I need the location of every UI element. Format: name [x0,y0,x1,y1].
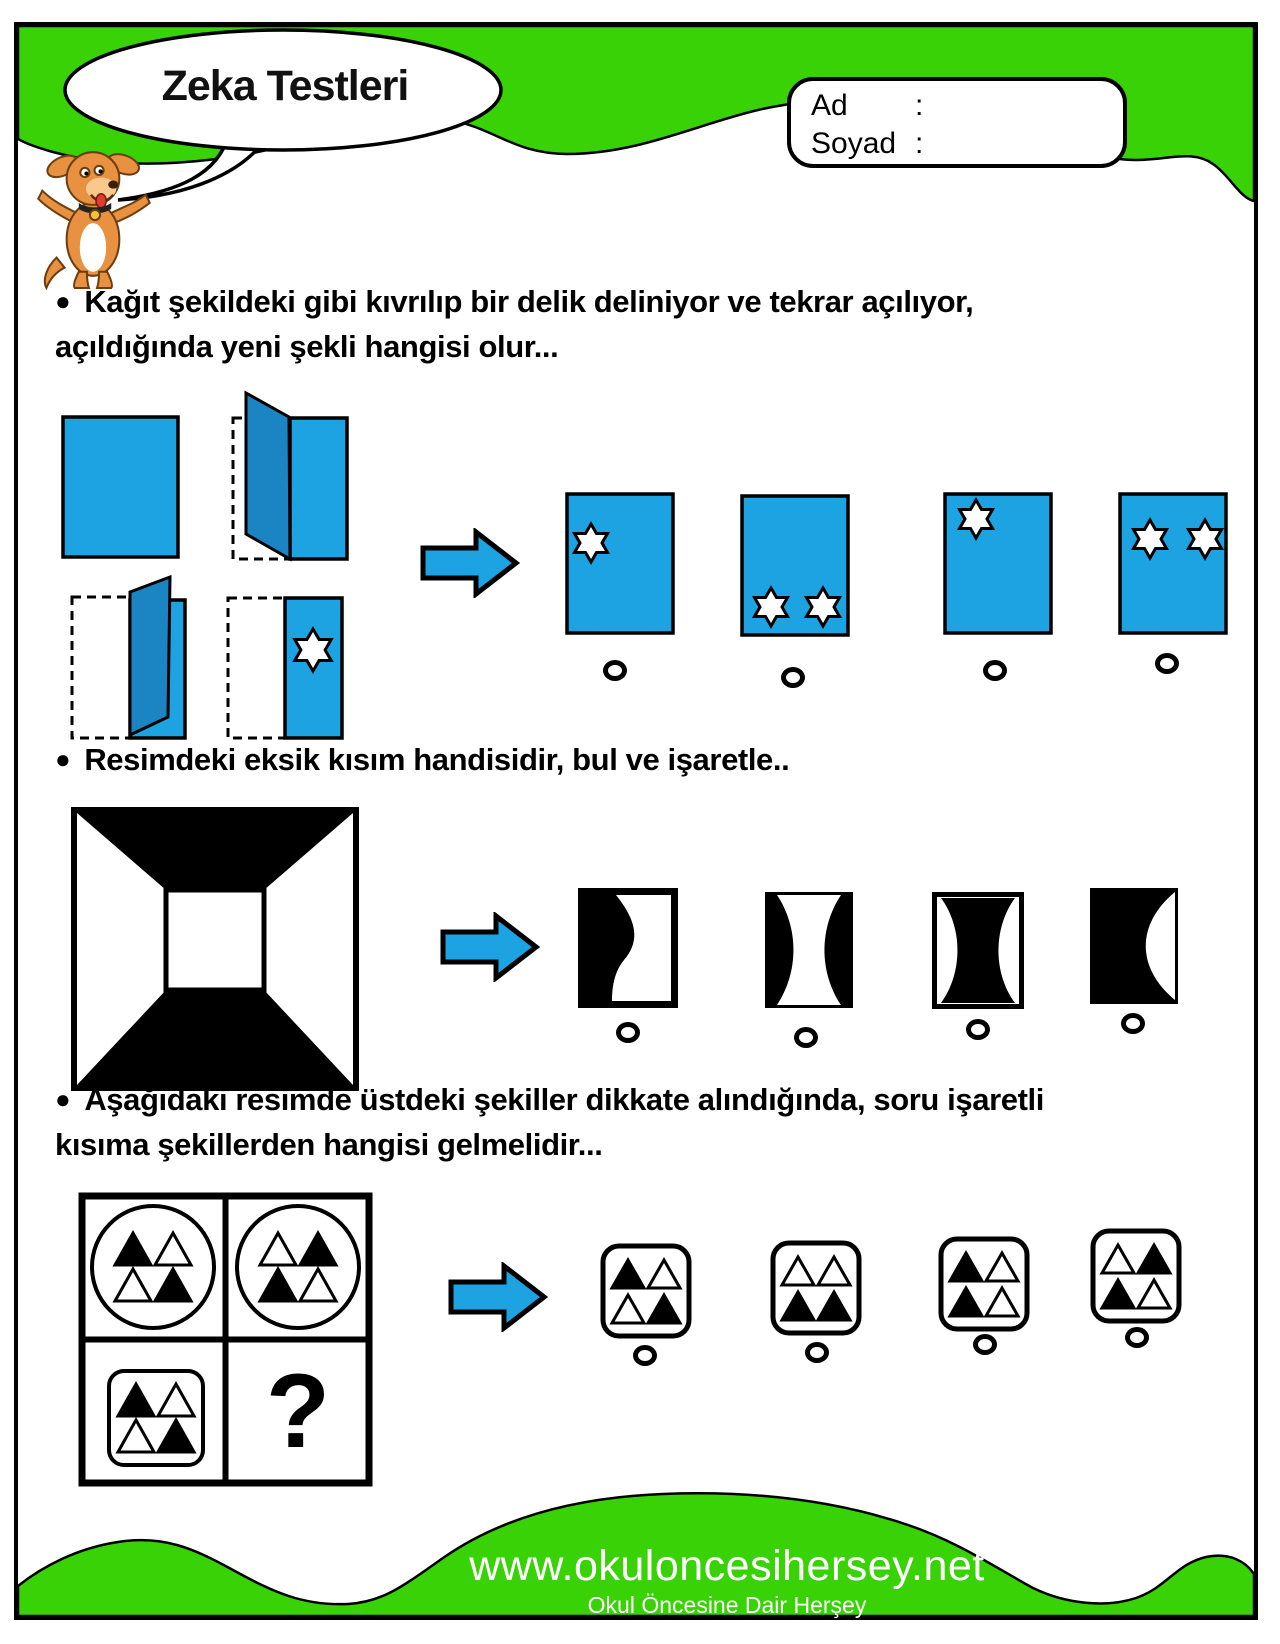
grid-question-mark: ? [266,1353,330,1470]
q3-arrow-icon [448,1262,548,1332]
q3-option-b[interactable] [770,1240,862,1336]
grid-cell-circle-2 [235,1204,361,1330]
grid-cell-3-triangles [115,1380,197,1454]
q2-option-d[interactable] [1088,886,1180,1006]
q1-answer-bubble-c[interactable] [983,660,1007,681]
q2-bullet: ● [55,744,71,774]
speech-bubble-tail [117,134,269,202]
fold-step-3-closing [70,574,187,740]
q1-option-a[interactable] [565,492,675,635]
surname-colon: : [915,127,924,160]
q3-pattern-grid: ? [78,1192,373,1487]
name-input-area[interactable] [923,91,1123,121]
q1-text-line2: açıldığında yeni şekli hangisi olur... [55,329,559,364]
name-label: Ad [811,89,848,122]
footer-url: www.okuloncesihersey.net [469,1542,985,1590]
q2-arrow-icon [440,912,540,982]
q3-option-a[interactable] [600,1243,692,1339]
q3-answer-bubble-d[interactable] [1125,1327,1149,1348]
q2-text-line1: ●Resimdeki eksik kısım handisidir, bul v… [55,742,790,777]
dog-mascot-illustration [37,151,152,290]
q1-fold-sequence [61,390,349,740]
q1-option-c[interactable] [943,492,1053,635]
grid-cell-circle-1 [90,1204,216,1330]
fold-step-2-folding [231,390,349,562]
surname-input-area[interactable] [923,129,1123,159]
name-row: Ad : [811,87,1123,125]
q3-text-line1: ●Aşağıdaki resimde üstdeki şekiller dikk… [55,1082,1044,1117]
q1-answer-bubble-a[interactable] [603,660,627,681]
q1-arrow-icon [420,528,520,598]
q1-option-d[interactable] [1118,492,1228,635]
q2-answer-bubble-c[interactable] [966,1019,990,1040]
q3-answer-bubble-c[interactable] [973,1334,997,1355]
fold-step-1-flat-paper [61,415,180,559]
q1-answer-bubble-d[interactable] [1155,653,1179,674]
q3-answer-bubble-b[interactable] [805,1342,829,1363]
q2-answer-bubble-a[interactable] [616,1022,640,1043]
fold-step-4-punched [226,596,344,740]
q3-bullet: ● [55,1084,71,1114]
punched-star-hole [292,626,334,674]
q2-option-b[interactable] [763,890,855,1010]
name-box: Ad : Soyad : [787,77,1127,168]
q2-reference-figure [71,807,359,1091]
q3-answer-bubble-a[interactable] [633,1345,657,1366]
speech-bubble [63,28,503,202]
q3-option-c[interactable] [938,1236,1030,1332]
q3-text-line2: kısıma şekillerden hangisi gelmelidir... [55,1127,603,1162]
grid-cell-2-triangles [257,1229,339,1303]
grid-cell-1-triangles [112,1229,194,1303]
q2-answer-bubble-b[interactable] [794,1027,818,1048]
footer-tagline: Okul Öncesine Dair Herşey [587,1592,867,1618]
q1-option-b[interactable] [740,494,850,637]
surname-row: Soyad : [811,125,1123,163]
q2-option-a[interactable] [578,888,678,1008]
q1-answer-bubble-b[interactable] [781,667,805,688]
footer-green-hills [18,1492,1254,1616]
name-colon: : [915,89,924,122]
q3-option-d[interactable] [1090,1228,1182,1324]
q2-answer-bubble-d[interactable] [1121,1013,1145,1034]
q2-option-c[interactable] [932,892,1024,1009]
q1-bullet: ● [55,286,71,316]
page-title: Zeka Testleri [161,62,410,110]
q1-text-line1: ●Kağıt şekildeki gibi kıvrılıp bir delik… [55,284,974,319]
surname-label: Soyad [811,127,897,160]
